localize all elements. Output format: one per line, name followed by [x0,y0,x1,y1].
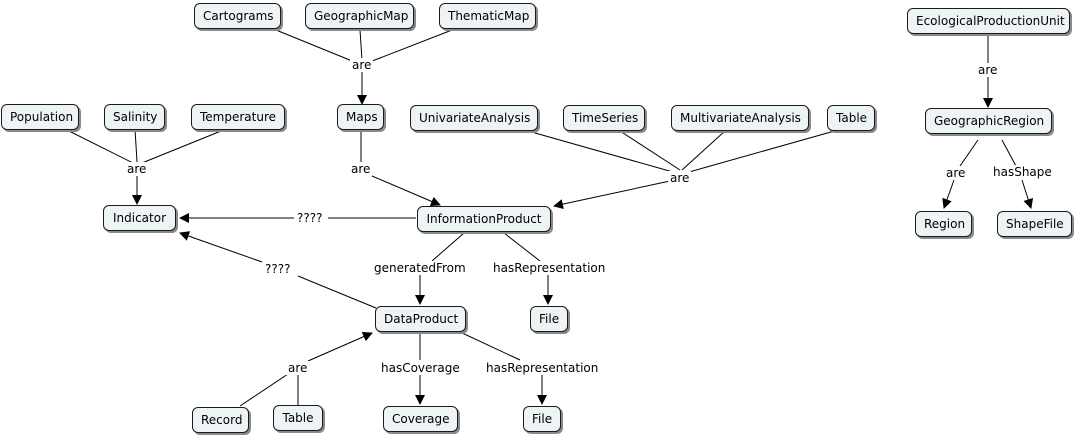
node-region[interactable]: Region [915,211,972,237]
link-label-are-maps: are [350,58,374,72]
link-label-has-representation-dp: hasRepresentation [484,361,601,375]
link-label-has-representation-ip: hasRepresentation [491,261,608,275]
node-salinity[interactable]: Salinity [104,104,165,130]
link-label-are-epu: are [976,63,1000,77]
node-record[interactable]: Record [192,407,249,433]
node-file-bottom[interactable]: File [523,406,561,432]
link-label-are-dp: are [286,361,310,375]
link-label-are-region: are [944,166,968,180]
node-temperature[interactable]: Temperature [191,104,285,130]
edge-timeseries-are [619,130,681,171]
node-maps[interactable]: Maps [337,104,384,130]
link-label-has-shape: hasShape [991,165,1054,179]
edge-ip-hasrepresentation [503,232,541,262]
edge-dataproduct-hasrepresentation [459,331,521,361]
edge-temperature-are [136,128,227,166]
node-information-product[interactable]: InformationProduct [417,206,551,232]
edge-cartograms-are [275,29,363,66]
node-thematic-map[interactable]: ThematicMap [439,3,536,29]
edge-table-are [681,129,839,175]
link-label-are-indicators: are [125,162,149,176]
edge-unknown-indicator-2 [179,231,263,263]
edge-multivariate-are [681,130,726,171]
edge-thematicmap-are [361,29,453,66]
node-geographic-region[interactable]: GeographicRegion [925,108,1052,134]
node-shape-file[interactable]: ShapeFile [997,211,1072,237]
node-data-product[interactable]: DataProduct [375,306,466,332]
link-label-has-coverage: hasCoverage [379,361,462,375]
edge-ip-generatedfrom [431,232,465,262]
edge-univariate-are [527,130,681,175]
edge-are-dataproduct [307,332,373,362]
node-geographic-map[interactable]: GeographicMap [305,3,414,29]
link-label-unknown-ip: ???? [295,211,325,225]
edge-hasshape-shapefile [1021,179,1034,209]
node-population[interactable]: Population [1,104,79,130]
edge-are-informationproduct-2 [553,180,671,209]
edge-salinity-are [134,128,138,163]
node-cartograms[interactable]: Cartograms [194,3,281,29]
edge-population-are [64,128,138,166]
node-indicator[interactable]: Indicator [103,205,176,231]
edge-record-are [239,373,289,407]
node-coverage[interactable]: Coverage [383,406,458,432]
node-multivariate-analysis[interactable]: MultivariateAnalysis [671,105,809,131]
link-label-unknown-dp: ???? [263,262,293,276]
edge-are-informationproduct [371,175,441,207]
node-ecological-production-unit[interactable]: EcologicalProductionUnit [907,8,1070,34]
link-label-are-maps-ip: are [349,162,373,176]
node-time-series[interactable]: TimeSeries [563,105,645,131]
node-file-top[interactable]: File [530,306,568,332]
edge-geographicregion-hasshape [1001,139,1017,167]
node-univariate-analysis[interactable]: UnivariateAnalysis [410,105,538,131]
edge-geographicmap-are [359,29,363,61]
node-table-bottom[interactable]: Table [273,405,323,431]
link-label-generated-from: generatedFrom [372,261,468,275]
edge-are-region [942,179,955,209]
node-table-top[interactable]: Table [827,105,875,131]
edge-dataproduct-unknown [297,275,377,309]
edge-geographicregion-are [959,139,979,167]
link-label-are-analysis: are [668,171,692,185]
